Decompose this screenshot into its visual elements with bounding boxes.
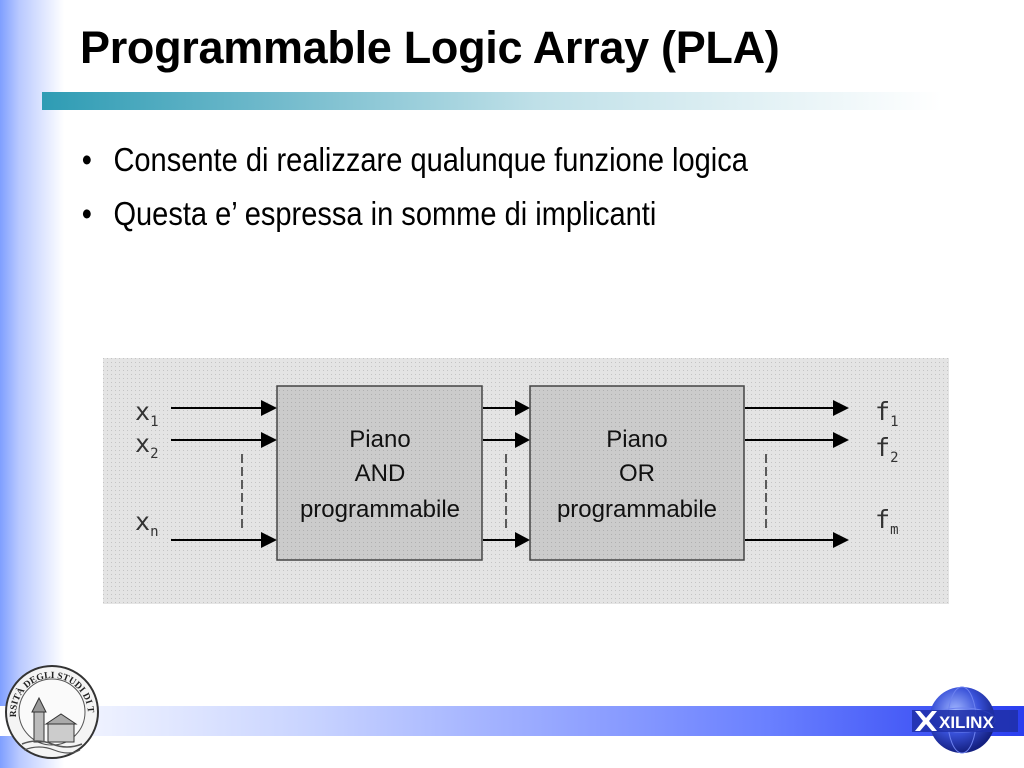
input-label-n: xn: [135, 507, 159, 540]
xilinx-wordmark: XILINX: [939, 713, 994, 732]
output-arrowhead-2: [833, 432, 849, 448]
or-plane-block: [529, 385, 745, 561]
input-arrows: [171, 400, 277, 548]
or-plane-line2: OR: [619, 460, 655, 487]
university-seal-logo: UNIVERSITÀ DEGLI STUDI DI TRIESTE: [2, 658, 99, 759]
bullet-item: • Consente di realizzare qualunque funzi…: [80, 133, 748, 187]
pla-diagram: x1 x2 xn Piano AND programmabile Piano O…: [103, 358, 949, 604]
bullet-dot: •: [81, 141, 92, 178]
title-underline-bar: [42, 92, 942, 110]
middle-arrows: [483, 400, 530, 548]
output-arrowhead-1: [833, 400, 849, 416]
xilinx-mark-icon: [915, 711, 937, 731]
output-arrows: [745, 400, 849, 548]
bullet-text: Consente di realizzare qualunque funzion…: [113, 141, 748, 178]
xilinx-logo: XILINX: [912, 686, 1018, 754]
bottom-gradient-bar: [0, 706, 1024, 736]
input-label-1: x1: [135, 397, 159, 430]
bullet-text: Questa e’ espressa in somme di implicant…: [113, 195, 657, 232]
input-label-2: x2: [135, 429, 159, 462]
and-plane-line3: programmabile: [300, 496, 460, 523]
input-arrowhead-1: [261, 400, 277, 416]
left-gradient-bar: [0, 0, 64, 768]
and-plane-line2: AND: [355, 460, 406, 487]
and-plane-line1: Piano: [349, 426, 410, 453]
diagram-background: [103, 358, 949, 604]
input-arrowhead-n: [261, 532, 277, 548]
slide-title: Programmable Logic Array (PLA): [80, 22, 780, 73]
and-plane-block: [276, 385, 483, 561]
or-plane-line3: programmabile: [557, 496, 717, 523]
bullet-list: • Consente di realizzare qualunque funzi…: [80, 133, 839, 241]
output-label-2: f2: [875, 433, 899, 466]
or-plane-line1: Piano: [606, 426, 667, 453]
output-arrowhead-m: [833, 532, 849, 548]
input-arrowhead-2: [261, 432, 277, 448]
bullet-dot: •: [81, 195, 92, 232]
output-label-m: fm: [875, 505, 899, 538]
bullet-item: • Questa e’ espressa in somme di implica…: [80, 187, 748, 241]
output-label-1: f1: [875, 397, 899, 430]
